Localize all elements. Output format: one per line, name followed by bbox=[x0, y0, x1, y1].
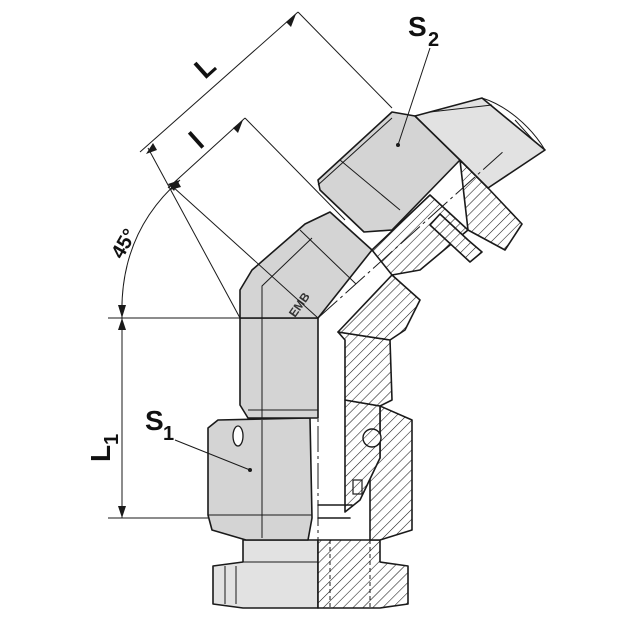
svg-text:45°: 45° bbox=[107, 225, 141, 262]
elbow-body bbox=[239, 211, 373, 319]
svg-text:1: 1 bbox=[101, 434, 123, 445]
dimension-L bbox=[139, 11, 393, 319]
label-S1: S 1 bbox=[145, 405, 174, 445]
vertical-body bbox=[239, 317, 319, 419]
dimension-L1 bbox=[108, 317, 240, 519]
svg-text:L: L bbox=[188, 50, 221, 84]
label-L1: L 1 bbox=[85, 434, 123, 462]
elbow-section bbox=[337, 194, 469, 341]
vertical-section bbox=[337, 331, 393, 407]
dimension-l bbox=[167, 117, 346, 319]
upper-nut-section bbox=[429, 159, 523, 263]
tube bbox=[414, 97, 546, 189]
label-S2: S 2 bbox=[408, 11, 439, 51]
svg-text:S: S bbox=[408, 11, 427, 42]
bottom-thread bbox=[212, 539, 409, 609]
upper-nut-s2 bbox=[317, 111, 461, 233]
svg-text:S: S bbox=[145, 405, 164, 436]
leader-s1 bbox=[174, 439, 252, 472]
cutting-ring bbox=[352, 479, 363, 495]
angled-center-line bbox=[317, 149, 506, 319]
label-angle: 45° bbox=[107, 225, 141, 262]
svg-text:L: L bbox=[85, 445, 116, 462]
label-L: L bbox=[188, 50, 221, 84]
svg-text:2: 2 bbox=[428, 29, 439, 51]
leader-s2 bbox=[396, 47, 431, 147]
lower-nut-s1 bbox=[207, 417, 313, 541]
svg-text:1: 1 bbox=[163, 423, 174, 445]
label-l: l bbox=[183, 126, 210, 154]
lower-nut-section bbox=[344, 399, 413, 541]
o-ring bbox=[362, 428, 382, 448]
svg-text:l: l bbox=[183, 126, 210, 154]
